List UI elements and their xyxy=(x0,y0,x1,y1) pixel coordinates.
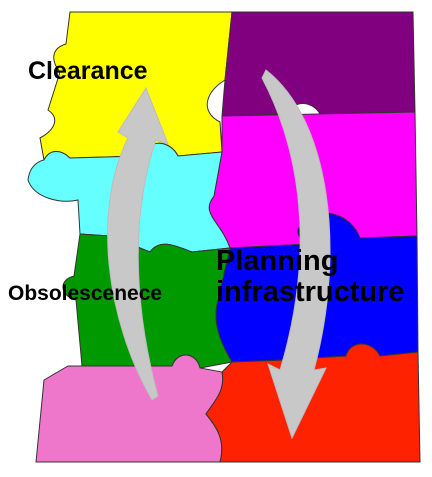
cycle-arrow-left-icon xyxy=(107,86,169,401)
label-obsolescence: Obsolescenece xyxy=(8,282,163,305)
puzzle-piece-pink xyxy=(35,354,224,463)
label-clearance: Clearance xyxy=(28,57,148,85)
puzzle-piece-purple xyxy=(221,11,416,117)
cycle-arrow-right-icon xyxy=(261,69,331,440)
label-planning-infrastructure: Planning infrastructure xyxy=(216,245,405,309)
